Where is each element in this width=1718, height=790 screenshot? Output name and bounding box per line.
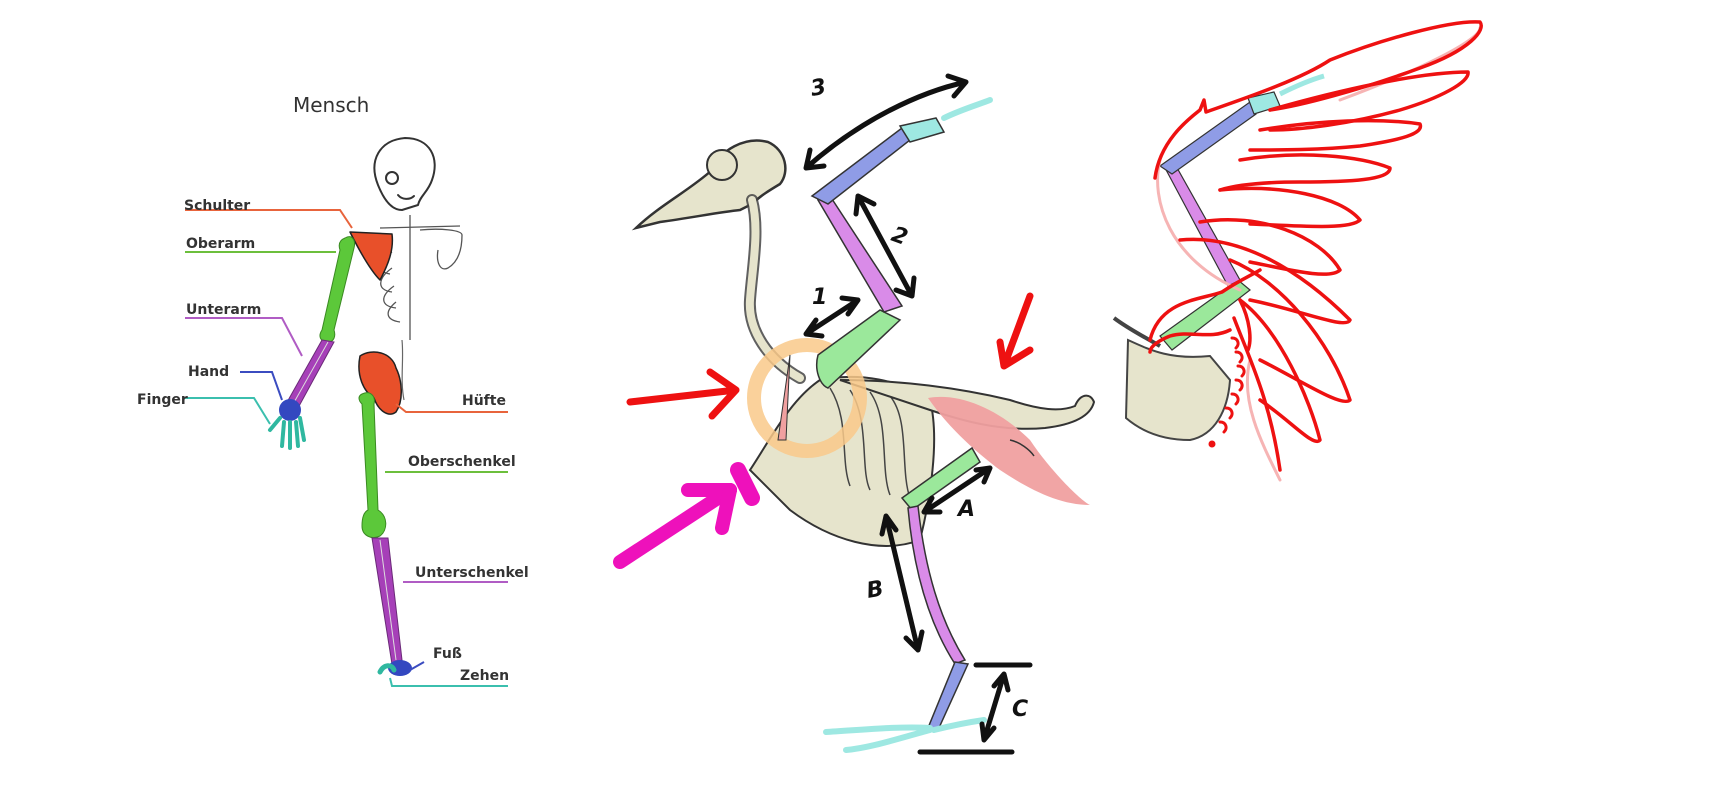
human-tibia [371, 537, 403, 665]
bird-skull [631, 139, 787, 231]
label-unterarm: Unterarm [186, 302, 261, 318]
shoulder-highlight-ring [747, 338, 867, 458]
red-arrow-pelvis [996, 292, 1034, 370]
magenta-keel-arrow [613, 462, 760, 569]
arrow-3 [803, 73, 969, 171]
bird-digits [898, 117, 946, 143]
human-toes [377, 663, 397, 675]
label-oberarm: Oberarm [186, 236, 255, 252]
human-pelvis [358, 351, 402, 415]
label-hand: Hand [188, 364, 229, 380]
label-oberschenkel: Oberschenkel [408, 454, 516, 470]
arrow-c [979, 671, 1011, 743]
arrow-2 [853, 193, 917, 299]
bird-skeleton-figure: 3 2 1 A B C [613, 73, 1096, 755]
marker-2: 2 [888, 222, 911, 251]
label-unterschenkel: Unterschenkel [415, 565, 529, 581]
arrow-a [921, 465, 993, 515]
bird-tarsometatarsus [926, 661, 970, 731]
red-pointer-arrows [626, 292, 1034, 420]
arrow-1 [803, 295, 861, 339]
label-fuss: Fuß [433, 646, 462, 662]
human-fingers [268, 416, 306, 450]
arrow-b [879, 513, 925, 653]
bird-femur [900, 446, 981, 512]
bird-measure-arrows [803, 73, 1033, 755]
human-leader-lines [185, 209, 508, 687]
marker-c: C [1012, 697, 1028, 722]
label-huefte: Hüfte [462, 393, 506, 409]
marker-1: 1 [812, 285, 827, 310]
marker-a: A [956, 497, 975, 522]
bird-hand [810, 126, 912, 205]
human-title: Mensch [293, 93, 369, 117]
wing-body-fragment [1124, 338, 1232, 442]
label-finger: Finger [137, 392, 188, 408]
bird-humerus [816, 309, 902, 389]
human-skull [373, 137, 436, 211]
human-scapula [349, 231, 394, 281]
marker-b: B [865, 576, 886, 604]
label-schulter: Schulter [184, 198, 250, 214]
human-hand-carpals [279, 399, 301, 421]
bird-ilium-muscle [928, 396, 1090, 505]
wing-overlay-figure [1112, 20, 1483, 482]
bird-toes [823, 717, 987, 753]
marker-3: 3 [809, 75, 828, 102]
human-skeleton-figure: Mensch [137, 93, 529, 687]
bird-tibiotarsus [907, 505, 967, 665]
wing-feather-outline [1148, 20, 1483, 472]
human-femur [358, 392, 387, 539]
label-zehen: Zehen [460, 668, 509, 684]
red-arrow-shoulder [626, 368, 740, 420]
wing-covert-marks [1208, 336, 1246, 448]
